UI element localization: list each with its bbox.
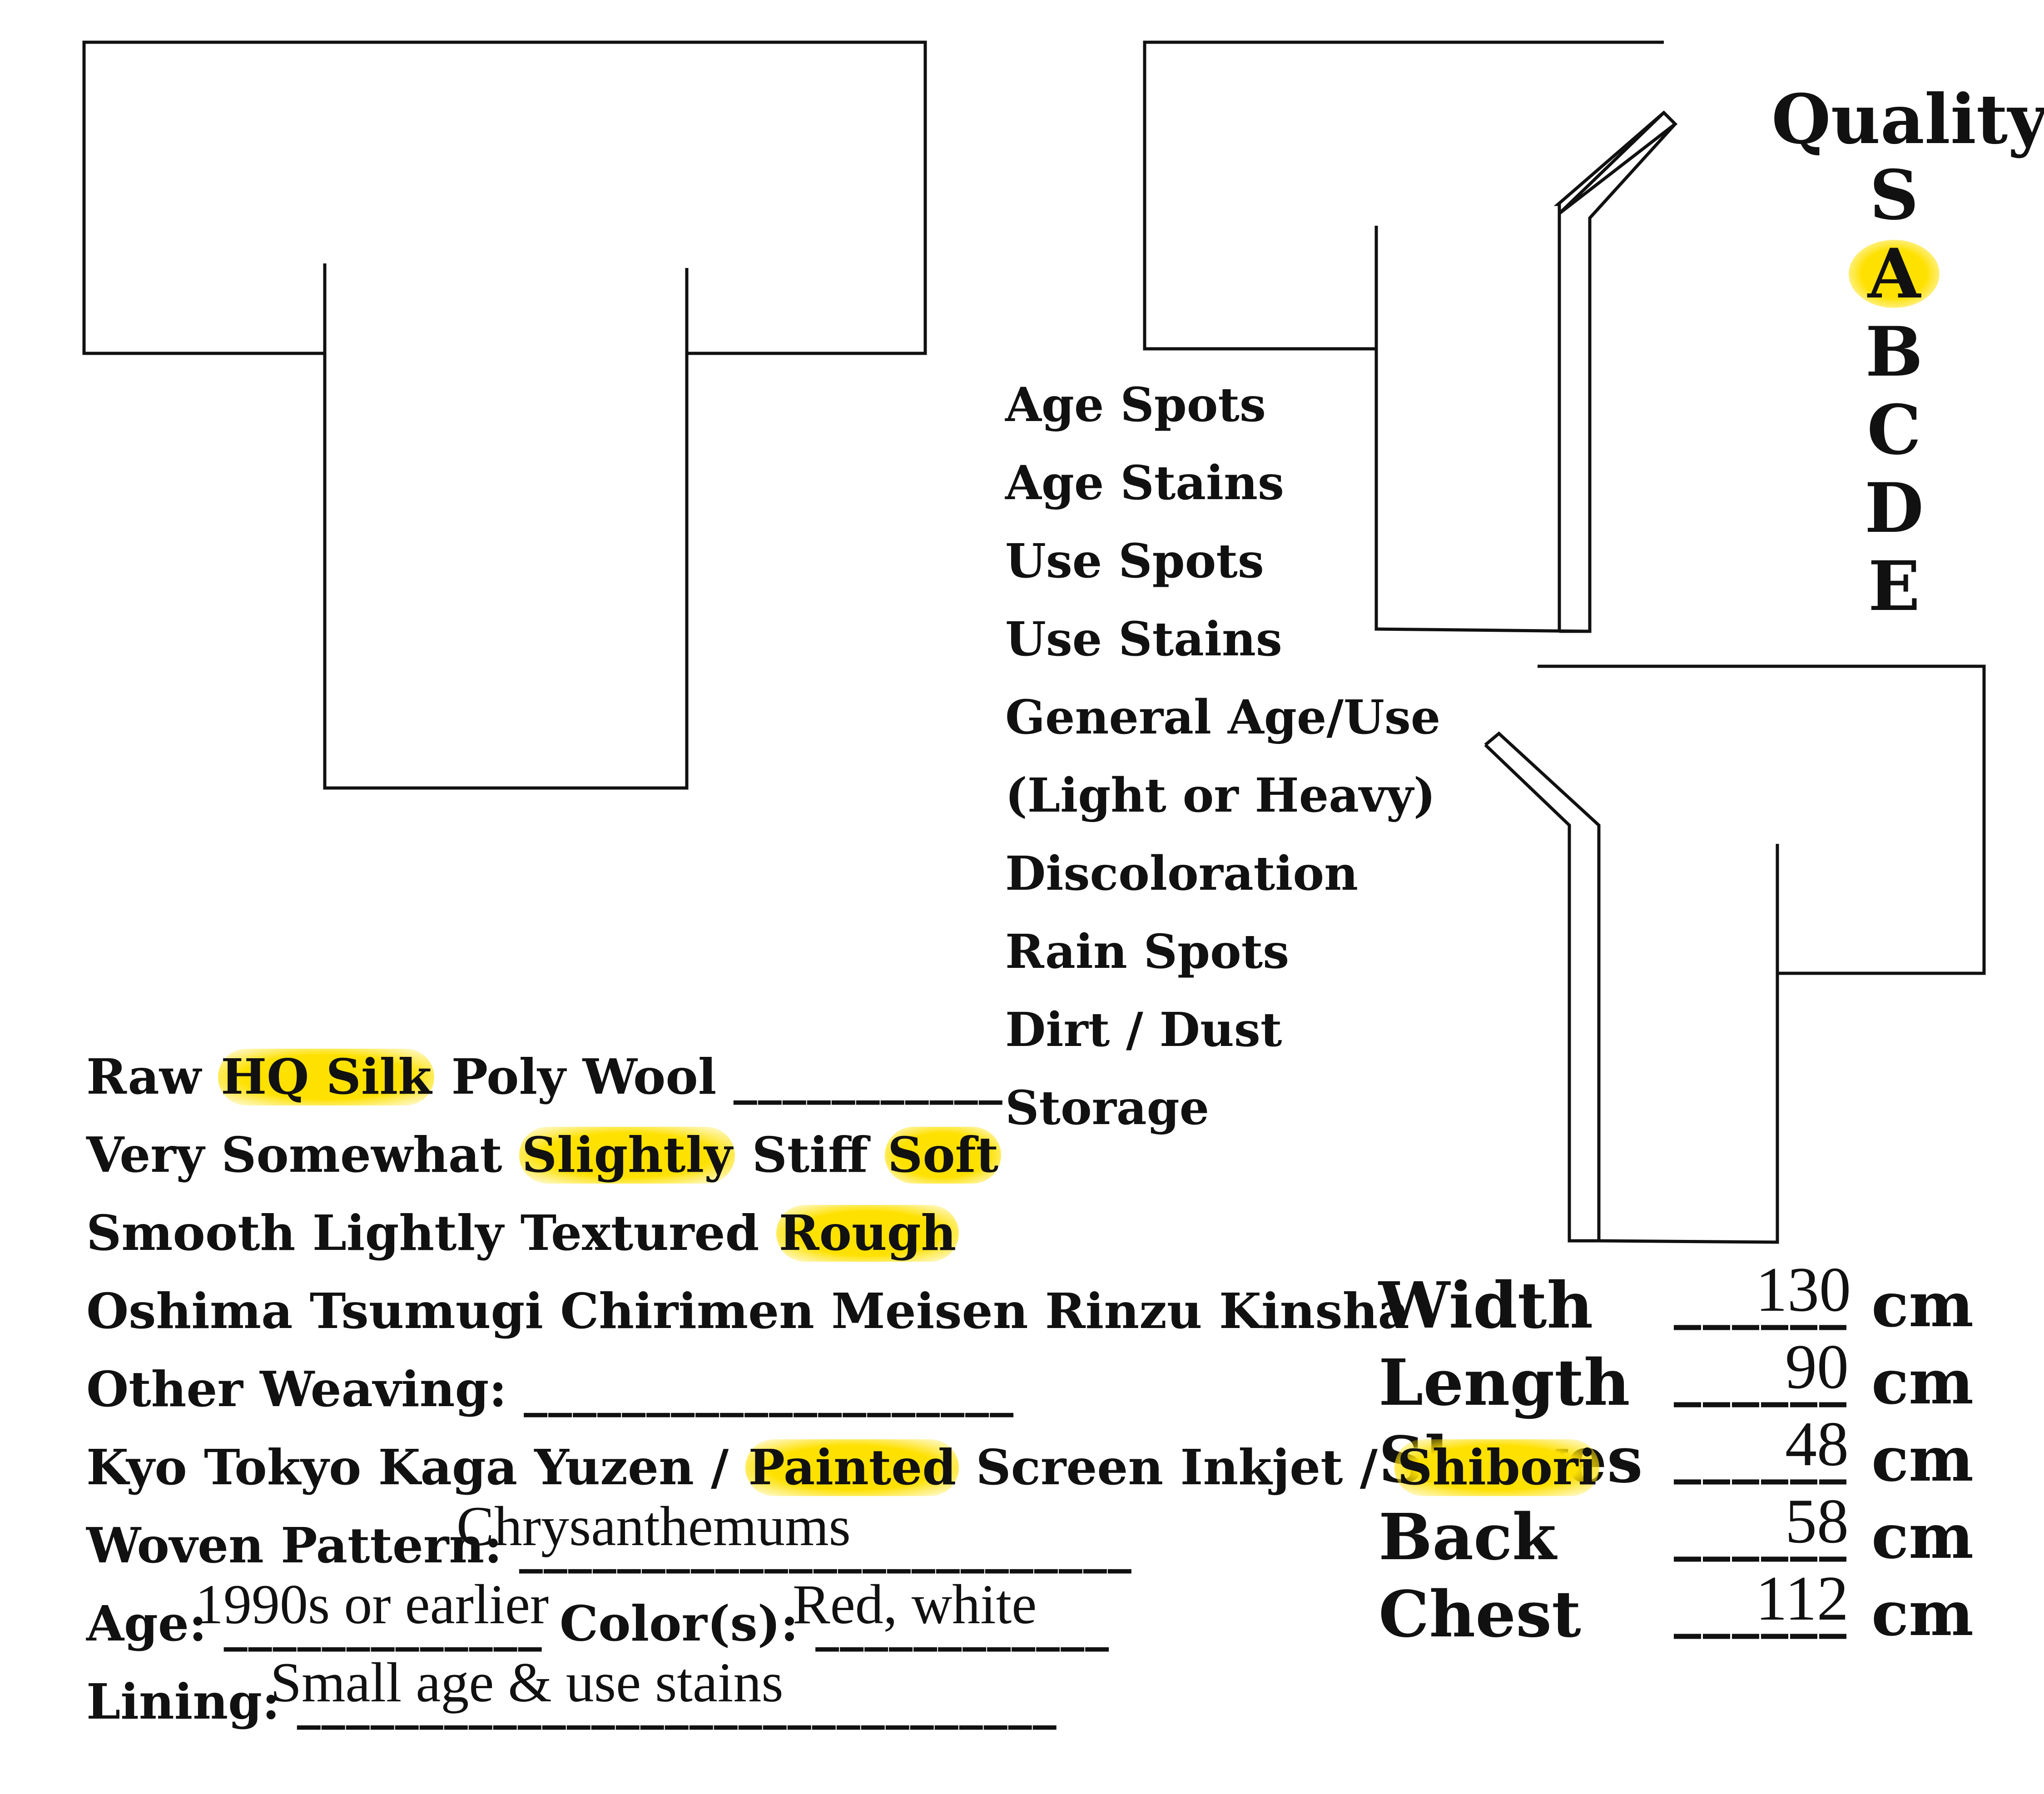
measurement-label: Chest — [1379, 1577, 1581, 1652]
stiffness-soft-selected[interactable]: Soft — [885, 1127, 1002, 1184]
lining-label: Lining: — [86, 1674, 297, 1730]
material-blank[interactable]: ___________ — [733, 1050, 1003, 1105]
material-raw[interactable]: Raw — [86, 1049, 218, 1105]
woven-pattern-blank: _________________________ — [519, 1518, 1132, 1574]
lining-blank: _______________________________ — [297, 1675, 1057, 1730]
stiffness-row: Very Somewhat Slightly Stiff Soft — [86, 1127, 1002, 1184]
measurement-blank: ______ — [1674, 1422, 1848, 1485]
grade-e[interactable]: E — [1868, 546, 1920, 626]
grade-a-selected[interactable]: A — [1849, 240, 1940, 308]
defect-item[interactable]: General Age/Use — [1005, 690, 1441, 745]
measurement-label: Length — [1379, 1346, 1630, 1420]
age-color-row: Age: _____________ Color(s): ___________… — [86, 1600, 1110, 1648]
measurement-label: Width — [1379, 1269, 1593, 1343]
measurement-value[interactable]: 58 — [1785, 1486, 1849, 1556]
measurement-unit: cm — [1871, 1346, 1974, 1418]
measurement-value[interactable]: 112 — [1756, 1563, 1849, 1634]
kimono-right-half-outline — [1538, 664, 1986, 975]
woven-pattern-label: Woven Pattern: — [86, 1517, 519, 1574]
stiffness-very-somewhat[interactable]: Very Somewhat — [86, 1127, 519, 1184]
measurement-blank: ______ — [1674, 1344, 1848, 1407]
kimono-front-body — [323, 263, 689, 790]
kimono-left-half-body — [1374, 226, 1590, 633]
dye-technique-row: Kyo Tokyo Kaga Yuzen / Painted Screen In… — [86, 1439, 1600, 1496]
defect-item[interactable]: Use Stains — [1005, 612, 1282, 667]
weave-types-row[interactable]: Oshima Tsumugi Chirimen Meisen Rinzu Kin… — [86, 1283, 1409, 1340]
measurement-blank: ______ — [1674, 1267, 1848, 1330]
kimono-front-outline — [82, 40, 927, 355]
defect-item[interactable]: Storage — [1005, 1080, 1210, 1135]
kimono-right-half-body — [1598, 844, 1779, 1244]
defect-item[interactable]: (Light or Heavy) — [1005, 768, 1436, 823]
kimono-left-collar-strip — [1559, 123, 1677, 633]
measurement-value[interactable]: 130 — [1756, 1254, 1851, 1325]
defect-item[interactable]: Age Stains — [1005, 456, 1285, 510]
measurement-blank: ______ — [1674, 1499, 1848, 1562]
grade-c[interactable]: C — [1867, 390, 1921, 470]
age-value[interactable]: 1990s or earlier — [195, 1573, 549, 1635]
woven-pattern-row: Woven Pattern: _________________________ — [86, 1521, 1132, 1570]
kimono-left-collar-edge — [1558, 111, 1665, 631]
colors-label: Color(s): — [542, 1596, 816, 1652]
age-blank: _____________ — [223, 1596, 543, 1652]
measurement-unit: cm — [1871, 1500, 1974, 1572]
lining-row: Lining: _______________________________ — [86, 1678, 1057, 1726]
material-poly-wool[interactable]: Poly Wool — [434, 1049, 734, 1105]
measurement-unit: cm — [1871, 1423, 1974, 1495]
other-weaving-label: Other Weaving: — [86, 1361, 524, 1418]
woven-pattern-value[interactable]: Chrysanthemums — [456, 1495, 851, 1557]
kimono-right-collar-edge — [1484, 731, 1601, 1243]
material-row: Raw HQ Silk Poly Wool ___________ — [86, 1049, 1003, 1105]
grade-d[interactable]: D — [1864, 468, 1924, 548]
measurement-unit: cm — [1871, 1577, 1974, 1650]
measurement-value[interactable]: 90 — [1785, 1332, 1849, 1402]
material-hq-silk-selected[interactable]: HQ Silk — [218, 1049, 435, 1105]
dye-screen-inkjet[interactable]: Screen Inkjet / — [959, 1439, 1395, 1496]
grade-s[interactable]: S — [1869, 155, 1919, 235]
dye-shibori-selected[interactable]: Shibori — [1394, 1439, 1600, 1496]
texture-smooth-lightly-textured[interactable]: Smooth Lightly Textured — [86, 1205, 776, 1262]
texture-rough-selected[interactable]: Rough — [776, 1205, 959, 1262]
defect-item[interactable]: Use Spots — [1005, 534, 1264, 589]
age-label: Age: — [86, 1596, 224, 1652]
measurement-label: Back — [1379, 1500, 1557, 1575]
colors-value[interactable]: Red, white — [793, 1573, 1037, 1635]
defect-item[interactable]: Rain Spots — [1005, 924, 1290, 979]
measurement-value[interactable]: 48 — [1785, 1409, 1849, 1479]
stiffness-slightly-selected[interactable]: Slightly — [519, 1127, 735, 1184]
stiffness-stiff[interactable]: Stiff — [735, 1127, 885, 1184]
other-weaving-blank[interactable]: ____________________ — [524, 1362, 1015, 1417]
dye-kyo-tokyo-kaga-yuzen[interactable]: Kyo Tokyo Kaga Yuzen / — [86, 1439, 746, 1496]
measurement-blank: ______ — [1674, 1576, 1848, 1639]
other-weaving-row: Other Weaving: ____________________ — [86, 1365, 1014, 1414]
defect-item[interactable]: Age Spots — [1005, 377, 1266, 432]
kimono-left-half-outline — [1143, 40, 1664, 351]
defect-item[interactable]: Discoloration — [1005, 846, 1358, 901]
colors-blank: ____________ — [815, 1596, 1110, 1652]
dye-painted-selected[interactable]: Painted — [745, 1439, 959, 1496]
defect-item[interactable]: Dirt / Dust — [1005, 1002, 1282, 1057]
texture-row: Smooth Lightly Textured Rough — [86, 1205, 959, 1262]
quality-title: Quality — [1771, 79, 2044, 159]
grade-b[interactable]: B — [1865, 312, 1923, 392]
lining-value[interactable]: Small age & use stains — [270, 1651, 784, 1714]
measurement-unit: cm — [1871, 1269, 1974, 1341]
